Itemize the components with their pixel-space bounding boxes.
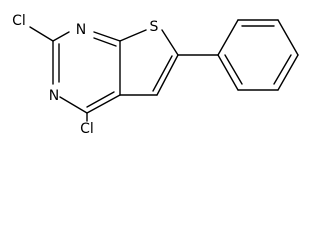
substituent-bonds — [29, 26, 219, 122]
bond-c6-c5 — [156, 54, 179, 96]
bond-ph1-ph2 — [217, 19, 239, 56]
bond-n1-c7a-double — [93, 37, 117, 47]
atom-label-s: S — [150, 19, 159, 35]
bond-ph4-ph5 — [277, 54, 299, 91]
chemical-structure-diagram: N N S Cl Cl — [12, 13, 299, 137]
bond-c4-n3 — [59, 96, 88, 114]
bond-c2-cl — [29, 26, 54, 42]
atom-label-cl-top: Cl — [12, 13, 26, 29]
bond-c2-n1 — [52, 31, 70, 42]
bond-c3a-c4-double — [86, 91, 115, 108]
bond-ph6-ph1 — [217, 54, 239, 91]
phenyl-ring — [217, 19, 299, 91]
atom-label-n3: N — [49, 88, 59, 104]
bond-c3a-c4 — [86, 94, 121, 114]
bond-n1-c7a — [93, 31, 121, 42]
bond-ph6-ph1-double — [224, 54, 243, 85]
thiophene-ring — [119, 29, 179, 96]
bond-s7-c6 — [161, 29, 179, 56]
bond-ph3-ph4 — [277, 19, 299, 56]
pyrimidine-ring — [52, 31, 121, 114]
bond-c6-c5-double — [152, 55, 173, 92]
atom-label-n1: N — [76, 22, 86, 38]
atom-label-cl-bottom: Cl — [80, 121, 94, 137]
bond-c7a-s7 — [119, 29, 147, 42]
bond-ph4-ph5-double — [273, 54, 292, 85]
